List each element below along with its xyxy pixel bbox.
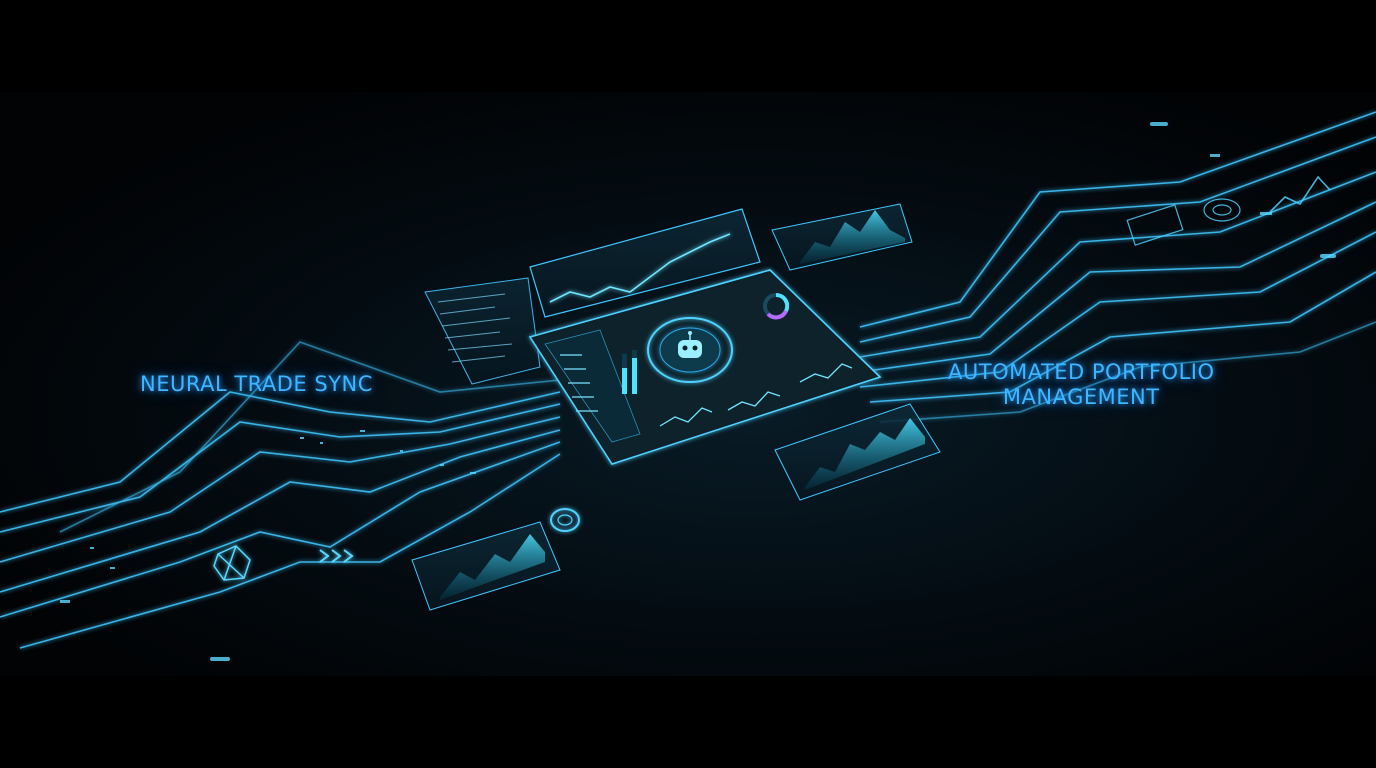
polyhedron-icon: [213, 545, 251, 581]
caption-right-line1: AUTOMATED PORTFOLIO: [948, 360, 1215, 384]
code-panel: [424, 277, 541, 385]
letterbox-top: [0, 0, 1376, 92]
price-chart-panel: [529, 208, 761, 318]
bottom-right-chart-panel: [774, 403, 941, 501]
hud-scene: NEURAL TRADE SYNC AUTOMATED PORTFOLIO MA…: [0, 92, 1376, 676]
chevrons-icon: [319, 549, 354, 563]
robot-icon: [647, 317, 733, 383]
circuit-lines-left: [0, 341, 561, 649]
letterbox-bottom: [0, 676, 1376, 768]
main-dashboard-panel: [528, 269, 882, 465]
bottom-left-chart-panel: [411, 521, 561, 611]
top-area-chart-panel: [771, 203, 913, 271]
data-dots: [60, 122, 1336, 661]
hud-illustration: [0, 111, 1376, 661]
caption-left: NEURAL TRADE SYNC: [140, 372, 373, 396]
donut-gauge-icon: [763, 292, 790, 320]
right-hud-widgets: [1126, 175, 1331, 246]
caption-right: AUTOMATED PORTFOLIO MANAGEMENT: [948, 360, 1215, 410]
vertical-gauges: [622, 350, 637, 394]
caption-right-line2: MANAGEMENT: [1002, 385, 1160, 409]
ring-gauge-icon: [550, 508, 580, 532]
mini-charts: [659, 363, 853, 427]
